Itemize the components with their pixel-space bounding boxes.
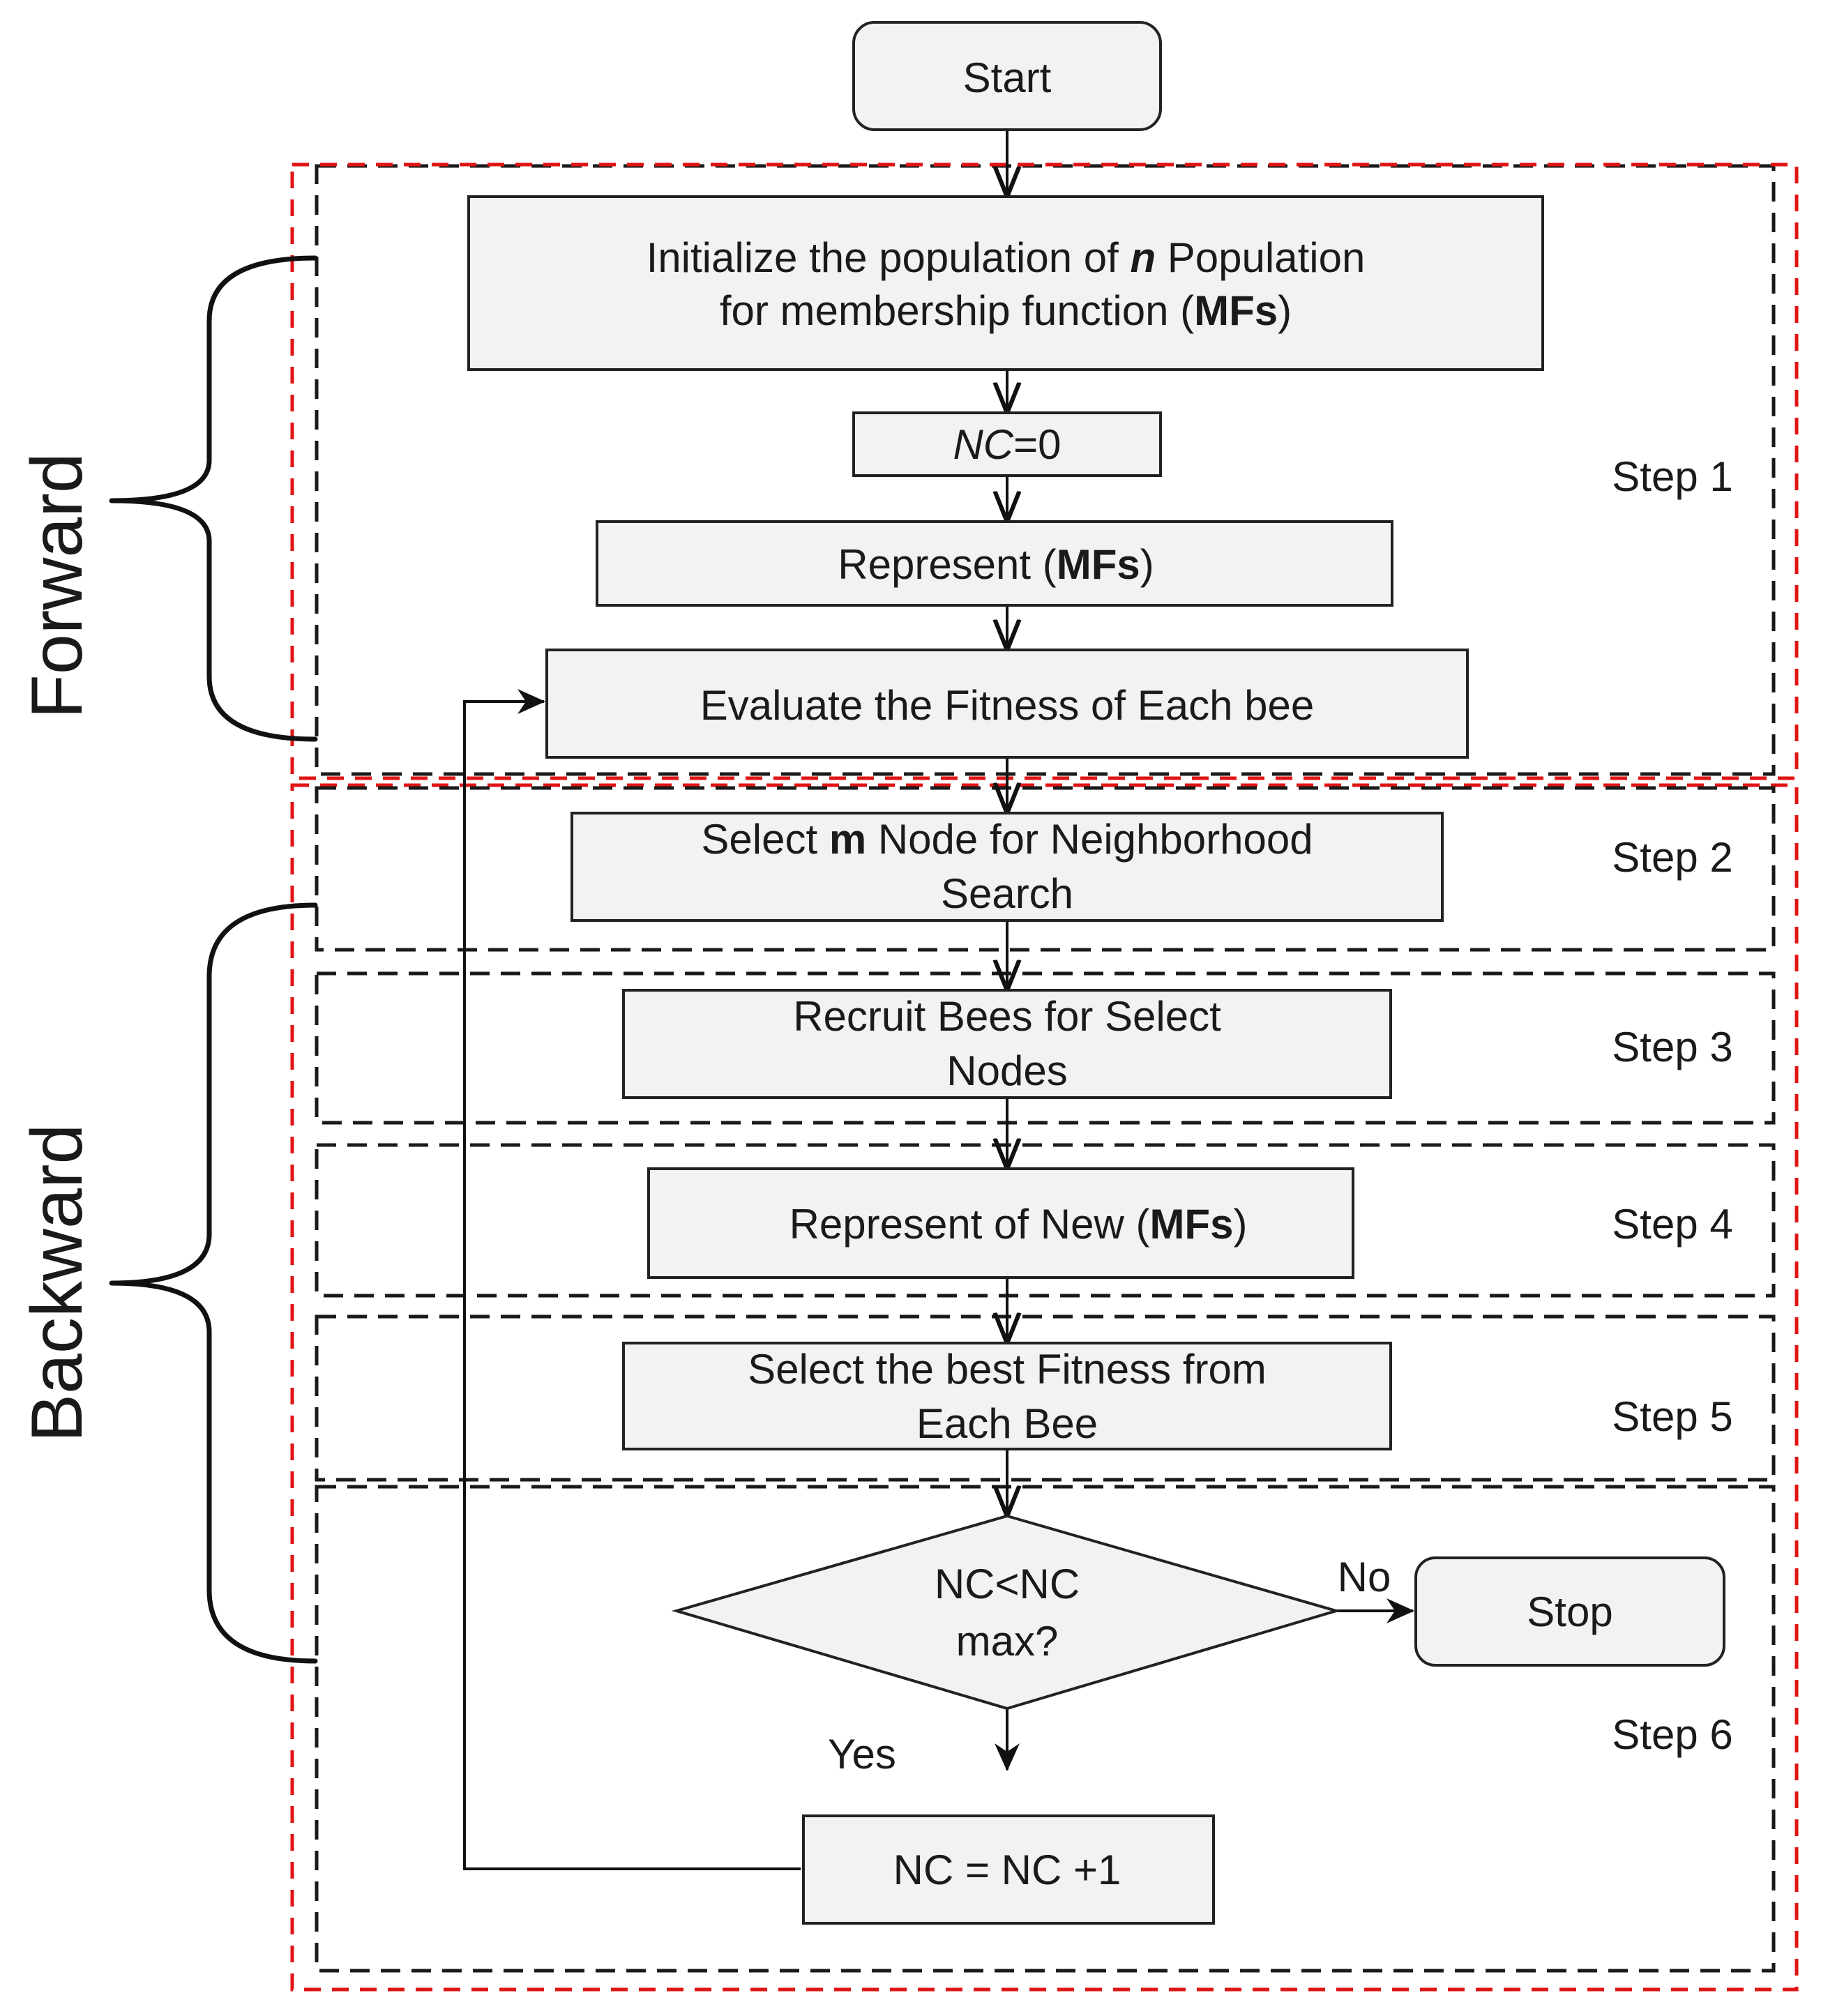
svg-text:Recruit Bees for Select: Recruit Bees for Select <box>793 993 1221 1040</box>
select-nodes-box: Select m Node for Neighborhood Search <box>571 812 1444 922</box>
step3-frame <box>315 971 1776 1125</box>
step-3-label: Step 3 <box>1612 1024 1732 1070</box>
svg-text:NC=0: NC=0 <box>953 421 1061 468</box>
forward-label: Forward <box>17 453 98 718</box>
svg-text:max?: max? <box>956 1618 1059 1665</box>
increment-nc-box: NC = NC +1 <box>802 1814 1215 1925</box>
svg-text:Select m Node for Neighborhood: Select m Node for Neighborhood <box>701 816 1313 863</box>
backward-frame <box>290 783 1799 1992</box>
loop-back-connector <box>463 689 801 1870</box>
svg-text:Evaluate the Fitness of Each b: Evaluate the Fitness of Each bee <box>700 682 1315 729</box>
step-6-label: Step 6 <box>1612 1711 1732 1758</box>
nc-zero-box: NC=0 <box>852 411 1162 477</box>
step1-frame <box>315 164 1776 776</box>
recruit-bees-box: Recruit Bees for Select Nodes <box>622 989 1392 1099</box>
stop-node: Stop <box>1414 1556 1725 1667</box>
no-label: No <box>1338 1554 1391 1600</box>
svg-text:Start: Start <box>963 54 1052 101</box>
step-4-label: Step 4 <box>1612 1201 1732 1248</box>
svg-text:Search: Search <box>941 870 1073 917</box>
svg-text:Each Bee: Each Bee <box>916 1400 1098 1447</box>
step5-frame <box>315 1314 1776 1482</box>
yes-label: Yes <box>828 1731 896 1778</box>
svg-text:NC<NC: NC<NC <box>935 1561 1080 1607</box>
svg-text:Nodes: Nodes <box>946 1047 1067 1094</box>
svg-text:Represent of New (MFs): Represent of New (MFs) <box>789 1201 1248 1248</box>
start-node: Start <box>852 21 1162 131</box>
svg-text:Select the best Fitness from: Select the best Fitness from <box>748 1346 1267 1393</box>
svg-text:Stop: Stop <box>1527 1589 1612 1635</box>
select-best-fitness-box: Select the best Fitness from Each Bee <box>622 1342 1392 1450</box>
step2-frame <box>315 786 1776 952</box>
svg-text:NC = NC +1: NC = NC +1 <box>893 1847 1121 1893</box>
step6-frame <box>315 1485 1776 1973</box>
svg-text:Initialize the population of n: Initialize the population of n Populatio… <box>647 234 1366 281</box>
decision-diamond: NC<NC max? <box>671 1514 1342 1711</box>
initialize-population-box: Initialize the population of n Populatio… <box>467 195 1544 371</box>
step-2-label: Step 2 <box>1612 834 1732 881</box>
forward-brace <box>109 255 318 742</box>
svg-text:Represent (MFs): Represent (MFs) <box>838 541 1154 588</box>
step-5-label: Step 5 <box>1612 1393 1732 1440</box>
backward-label: Backward <box>17 1124 98 1443</box>
step4-frame <box>315 1143 1776 1298</box>
evaluate-fitness-box: Evaluate the Fitness of Each bee <box>545 649 1469 759</box>
svg-text:for membership function (MFs): for membership function (MFs) <box>720 287 1292 334</box>
represent-mfs-box: Represent (MFs) <box>596 520 1393 607</box>
represent-new-mfs-box: Represent of New (MFs) <box>647 1167 1354 1279</box>
backward-brace <box>109 902 318 1664</box>
step-1-label: Step 1 <box>1612 453 1732 500</box>
